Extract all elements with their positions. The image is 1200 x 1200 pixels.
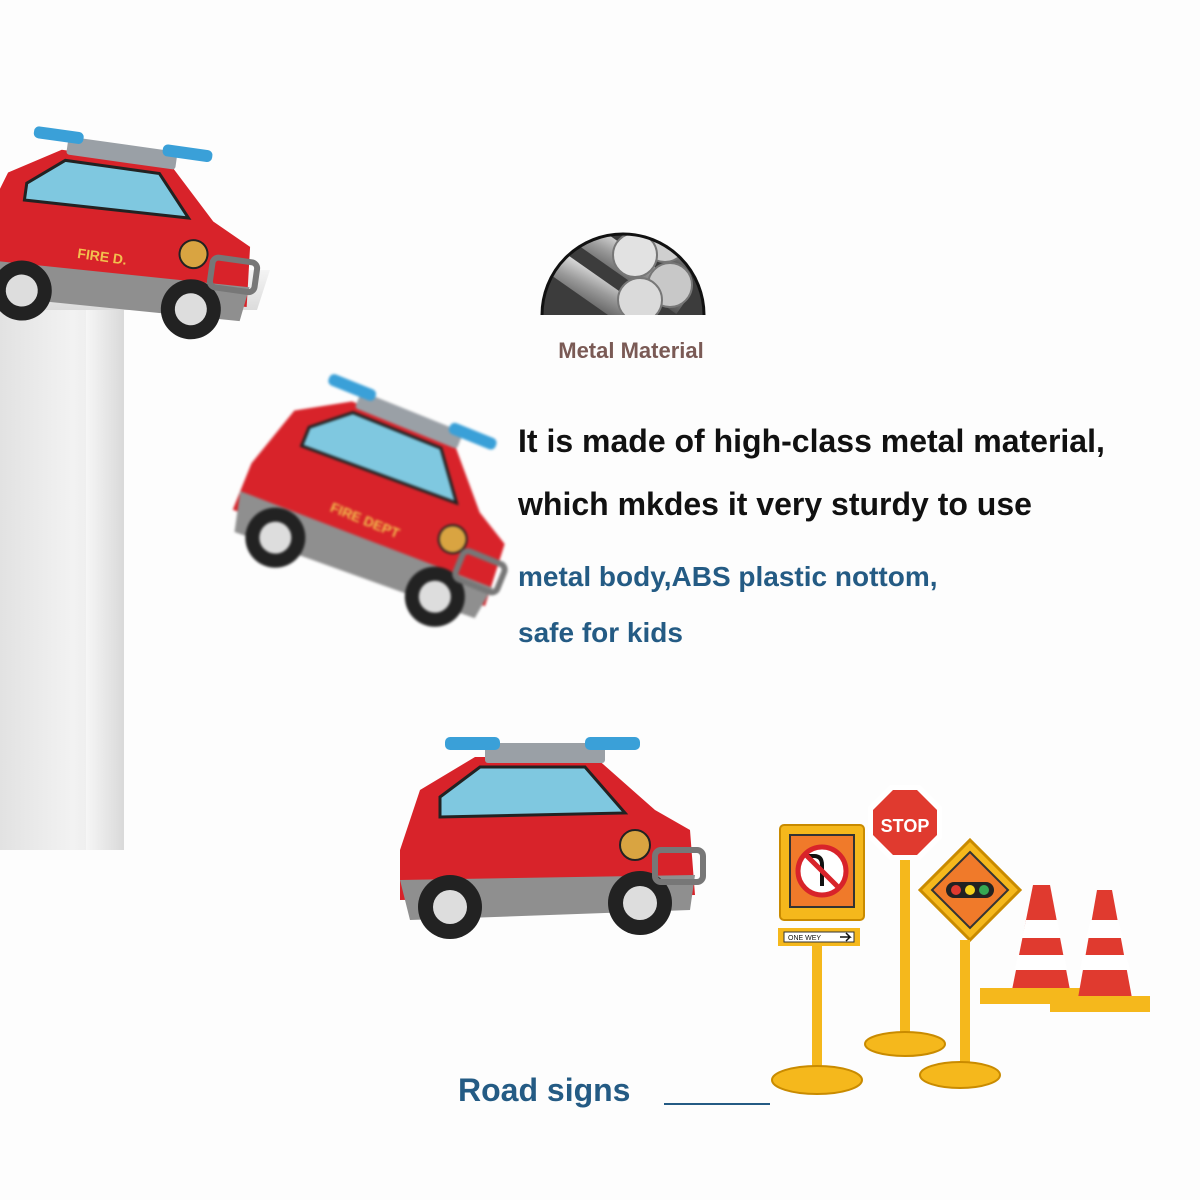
stop-sign-icon: STOP	[864, 785, 946, 1057]
headline-line-1: It is made of high-class metal material,	[518, 423, 1105, 459]
road-signs-pointer-line	[664, 1103, 770, 1105]
road-signs-label: Road signs	[458, 1072, 631, 1108]
fire-car-ground	[385, 735, 715, 950]
traffic-cone-icon-2	[1050, 890, 1150, 1012]
traffic-light-sign-icon	[917, 837, 1023, 1089]
stop-sign-text: STOP	[881, 816, 930, 836]
traffic-cone-icon	[980, 885, 1080, 1004]
metal-rods-icon	[540, 175, 706, 341]
road-signs-illustration: ONE WEY STOP	[760, 770, 1200, 1100]
metal-material-label: Metal Material	[558, 338, 704, 363]
headline-line-2: which mkdes it very sturdy to use	[518, 486, 1032, 522]
one-way-text: ONE WEY	[788, 935, 821, 942]
fire-car-top: FIRE D.	[0, 107, 284, 368]
subtext-line-2: safe for kids	[518, 617, 683, 648]
subtext-line-1: metal body,ABS plastic nottom,	[518, 561, 938, 592]
fire-car-falling: FIRE DEPT	[188, 345, 556, 680]
no-turn-sign-icon: ONE WEY	[771, 824, 865, 1095]
display-block-side	[86, 282, 124, 850]
car-door-text: FIRE D.	[76, 245, 128, 268]
